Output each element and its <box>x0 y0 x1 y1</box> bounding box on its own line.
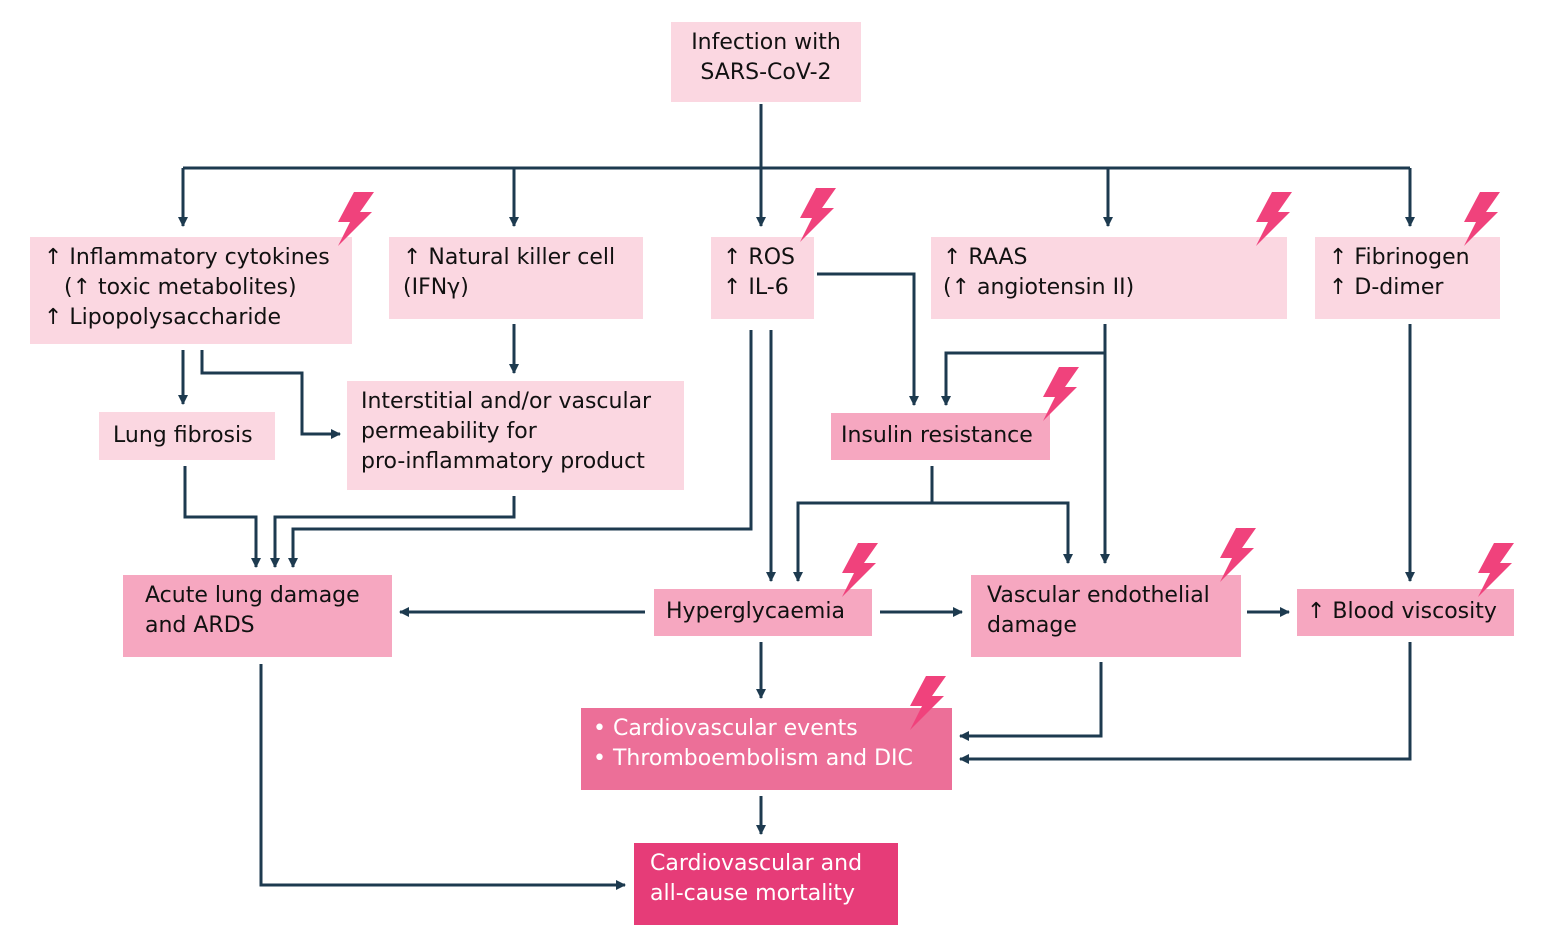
node-nk-cell: ↑ Natural killer cell (IFNγ) <box>389 237 643 319</box>
arrow-ros-to-lung-damage <box>288 330 753 568</box>
node-lung-fibrosis: Lung fibrosis <box>99 412 275 460</box>
node-ros-line-2: ↑ IL-6 <box>723 275 789 300</box>
node-lung-fibrosis-line-1: Lung fibrosis <box>113 423 253 448</box>
node-mortality-line-2: all-cause mortality <box>650 881 856 906</box>
arrow-insulin-to-hyperglycaemia <box>793 466 934 582</box>
arrow-cytokines-to-permeability <box>200 350 341 439</box>
node-nk-cell-line-1: ↑ Natural killer cell <box>403 245 616 270</box>
node-infection-line-2: SARS-CoV-2 <box>700 60 832 85</box>
node-endothelial-damage: Vascular endothelial damage <box>971 575 1241 657</box>
lightning-bolt-icon <box>1478 543 1514 597</box>
lightning-bolt-icon <box>1464 192 1500 246</box>
node-cytokines: ↑ Inflammatory cytokines (↑ toxic metabo… <box>30 237 352 344</box>
lightning-bolt-icon <box>1256 192 1292 246</box>
node-cytokines-line-3: ↑ Lipopolysaccharide <box>44 305 281 330</box>
node-cytokines-line-1: ↑ Inflammatory cytokines <box>44 245 330 270</box>
node-viscosity-line-1: ↑ Blood viscosity <box>1307 599 1497 624</box>
node-permeability-line-1: Interstitial and/or vascular <box>361 389 652 414</box>
node-permeability-line-3: pro-inflammatory product <box>361 449 645 474</box>
arrow-permeability-to-lung-damage <box>270 496 516 568</box>
node-cytokines-line-2: (↑ toxic metabolites) <box>64 275 297 300</box>
node-fibrinogen-line-2: ↑ D-dimer <box>1329 275 1444 300</box>
arrow-lung-damage-to-mortality <box>259 664 626 890</box>
node-raas: ↑ RAAS (↑ angiotensin II) <box>931 237 1287 319</box>
lightning-bolt-icon <box>800 188 836 242</box>
arrow-ros-to-insulin <box>817 272 919 406</box>
node-insulin-line-1: Insulin resistance <box>841 423 1033 448</box>
arrow-raas-to-insulin <box>941 351 1105 406</box>
node-endothelial-line-2: damage <box>987 613 1077 638</box>
lightning-bolt-icon <box>910 676 946 730</box>
node-blood-viscosity: ↑ Blood viscosity <box>1297 589 1514 636</box>
node-infection: Infection with SARS-CoV-2 <box>671 22 861 102</box>
node-cardiovascular-events: • Cardiovascular events • Thromboembolis… <box>581 708 952 790</box>
node-cv-events-line-2: • Thromboembolism and DIC <box>593 746 913 771</box>
arrow-viscosity-to-cv-events <box>959 642 1412 764</box>
node-lung-damage-line-2: and ARDS <box>145 613 255 638</box>
lightning-bolt-icon <box>338 192 374 246</box>
node-ros: ↑ ROS ↑ IL-6 <box>711 237 814 319</box>
lightning-bolt-icon <box>1043 367 1079 421</box>
node-permeability: Interstitial and/or vascular permeabilit… <box>347 381 684 490</box>
lightning-bolt-icon <box>842 543 878 597</box>
arrow-endothelial-to-cv-events <box>959 662 1103 741</box>
node-cv-events-line-1: • Cardiovascular events <box>593 716 858 741</box>
node-fibrinogen: ↑ Fibrinogen ↑ D-dimer <box>1315 237 1500 319</box>
node-ros-line-1: ↑ ROS <box>723 245 795 270</box>
node-mortality-line-1: Cardiovascular and <box>650 851 863 876</box>
node-endothelial-line-1: Vascular endothelial <box>987 583 1210 608</box>
node-lung-damage: Acute lung damage and ARDS <box>123 575 392 657</box>
arrow-fibrosis-to-lung-damage <box>183 466 261 568</box>
node-raas-line-1: ↑ RAAS <box>943 245 1028 270</box>
node-hyperglycaemia-line-1: Hyperglycaemia <box>666 599 845 624</box>
node-raas-line-2: (↑ angiotensin II) <box>943 275 1135 300</box>
node-nk-cell-line-2: (IFNγ) <box>403 275 469 300</box>
arrow-insulin-to-endothelial <box>932 501 1073 564</box>
node-mortality: Cardiovascular and all-cause mortality <box>634 843 898 925</box>
node-insulin-resistance: Insulin resistance <box>831 413 1050 460</box>
node-hyperglycaemia: Hyperglycaemia <box>654 589 872 636</box>
node-permeability-line-2: permeability for <box>361 419 537 444</box>
node-infection-line-1: Infection with <box>691 30 841 55</box>
node-lung-damage-line-1: Acute lung damage <box>145 583 360 608</box>
node-fibrinogen-line-1: ↑ Fibrinogen <box>1329 245 1470 270</box>
lightning-bolt-icon <box>1220 528 1256 582</box>
